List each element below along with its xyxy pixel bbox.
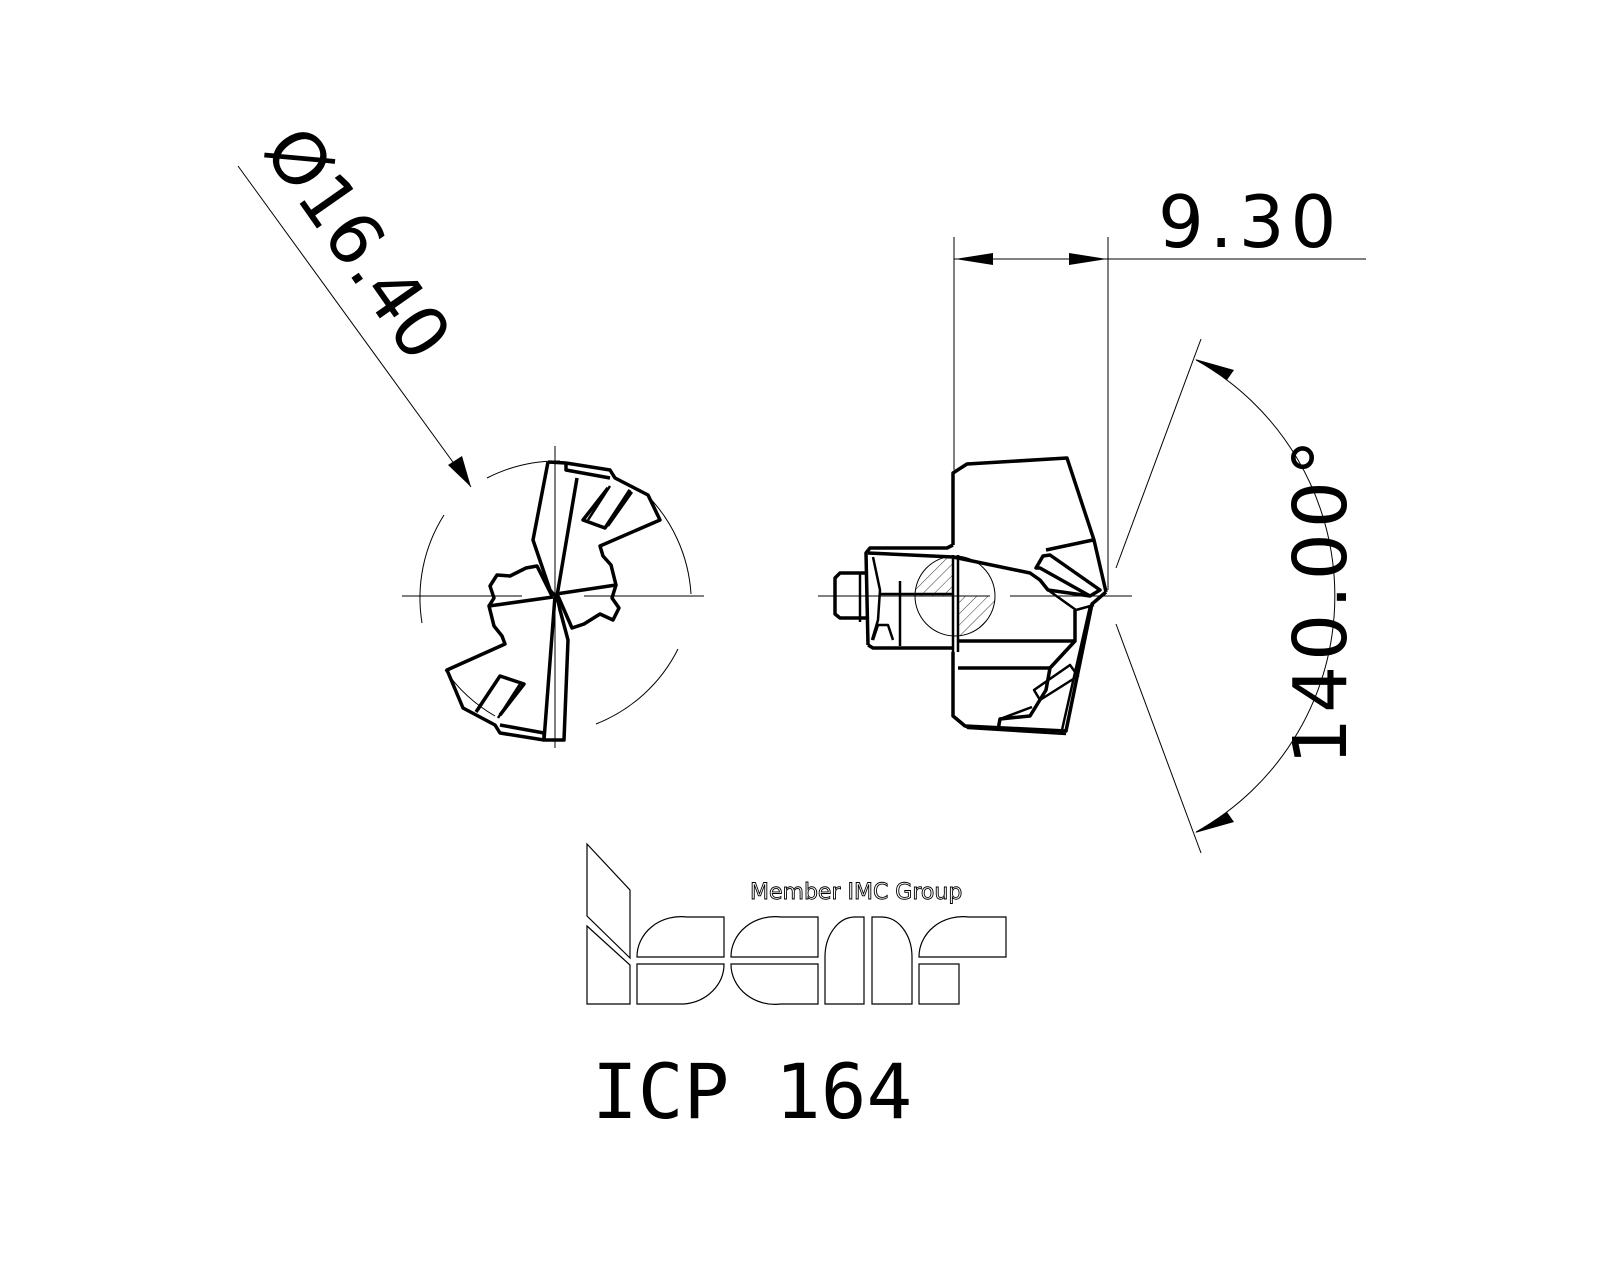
angle-dimension: 140.00°	[1115, 338, 1364, 854]
part-number: ICP 164	[592, 1047, 912, 1136]
angle-label: 140.00°	[1278, 434, 1364, 765]
side-view	[818, 456, 1132, 736]
logo-tagline: Member IMC Group	[750, 880, 962, 905]
front-end-view	[402, 446, 704, 748]
diameter-dimension: Ø16.40	[237, 112, 472, 488]
diameter-label: Ø16.40	[248, 112, 468, 375]
brand-logo: Member IMC Group	[586, 842, 1007, 1005]
length-label: 9.30	[1158, 180, 1342, 264]
length-dimension: 9.30	[953, 180, 1366, 590]
